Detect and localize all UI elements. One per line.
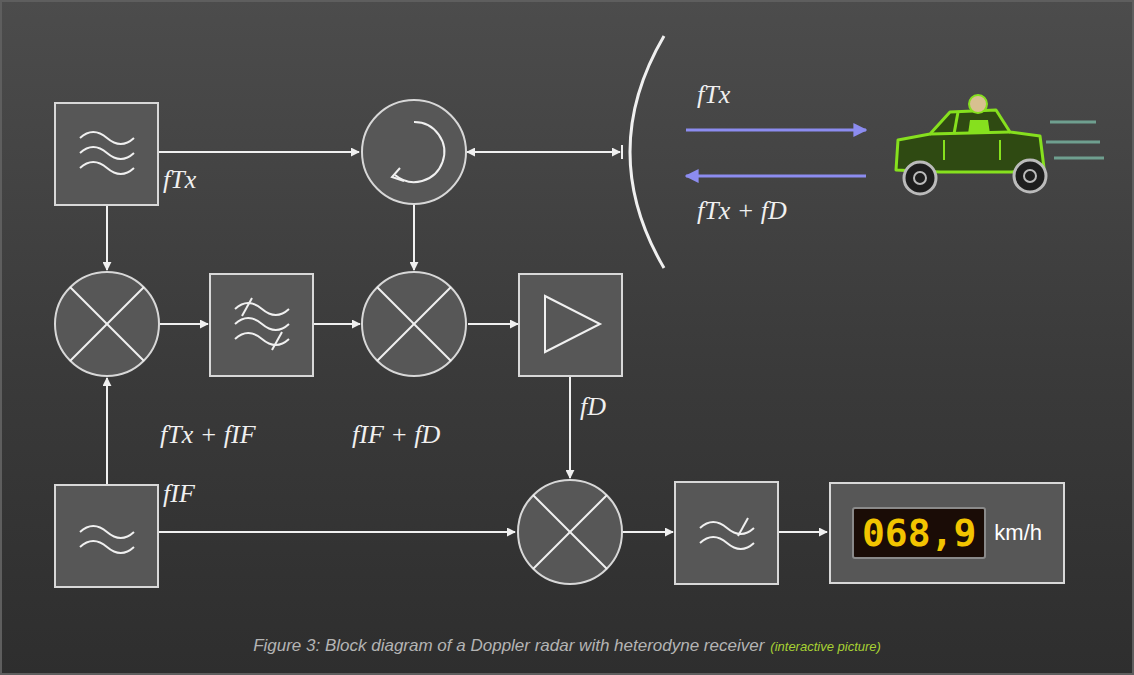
wires bbox=[106, 378, 108, 485]
wires bbox=[160, 323, 208, 325]
block-symbols bbox=[377, 287, 451, 361]
block-shapes bbox=[55, 100, 778, 587]
frequency-label: fIF bbox=[163, 479, 195, 509]
car-illustration bbox=[943, 140, 945, 160]
block-shapes bbox=[519, 274, 622, 376]
speed-readout: 068,9 bbox=[862, 511, 976, 555]
car-illustration bbox=[1014, 160, 1046, 192]
block-symbols bbox=[392, 168, 404, 181]
oscillator-block: fTx bbox=[55, 103, 158, 205]
antenna-dish bbox=[630, 36, 664, 268]
block-shapes bbox=[362, 272, 466, 376]
block-symbols bbox=[80, 132, 134, 144]
block-symbols bbox=[80, 147, 134, 159]
block-shapes bbox=[675, 482, 778, 584]
car-illustration bbox=[904, 162, 936, 194]
block-symbols bbox=[80, 541, 134, 553]
speed-lines bbox=[1046, 141, 1100, 144]
car-illustration bbox=[999, 140, 1001, 160]
wires bbox=[468, 323, 518, 325]
speed-lines bbox=[1046, 122, 1104, 158]
wires bbox=[622, 531, 673, 533]
car-illustration bbox=[1024, 170, 1036, 182]
signal-label: fTx bbox=[697, 80, 730, 110]
wave-arrows bbox=[686, 130, 866, 176]
speed-lines bbox=[1050, 121, 1096, 124]
car-illustration bbox=[968, 120, 990, 134]
block-symbols bbox=[738, 518, 748, 536]
block-symbols bbox=[272, 332, 282, 350]
car-illustration bbox=[969, 95, 987, 113]
display-panel: 068,9 bbox=[852, 507, 986, 559]
block-shapes bbox=[55, 485, 158, 587]
wave-arrows bbox=[686, 129, 866, 132]
car-illustration bbox=[954, 112, 958, 134]
wires bbox=[413, 205, 415, 270]
block-shapes bbox=[55, 272, 159, 376]
frequency-label: fTx bbox=[163, 165, 196, 195]
wires bbox=[467, 151, 620, 153]
wires bbox=[621, 145, 623, 159]
caption-line: Figure 3: Block diagram of a Doppler rad… bbox=[0, 636, 1134, 656]
block-shapes bbox=[210, 274, 313, 376]
antenna-dish bbox=[630, 36, 664, 268]
block-symbols bbox=[533, 495, 607, 569]
block-symbols bbox=[533, 495, 607, 569]
block-symbols bbox=[700, 537, 754, 549]
speed-unit: km/h bbox=[994, 520, 1042, 546]
oscillator-block: fIF bbox=[55, 485, 158, 587]
car-illustration bbox=[914, 172, 926, 184]
wires bbox=[158, 151, 359, 153]
block-shapes bbox=[362, 100, 466, 204]
figure-caption: Figure 3: Block diagram of a Doppler rad… bbox=[253, 636, 764, 655]
wires bbox=[569, 375, 571, 478]
signal-label: fIF + fD bbox=[352, 420, 440, 450]
block-symbols bbox=[235, 318, 289, 330]
block-symbols bbox=[70, 287, 144, 361]
interactive-note: (interactive picture) bbox=[770, 639, 881, 654]
signal-label: fD bbox=[580, 392, 606, 422]
wires bbox=[107, 145, 827, 532]
block-symbols bbox=[395, 122, 444, 182]
block-shapes bbox=[518, 480, 622, 584]
wires bbox=[313, 323, 360, 325]
wires bbox=[778, 531, 827, 533]
block-symbols bbox=[545, 296, 600, 352]
speed-lines bbox=[1054, 157, 1104, 160]
block-symbols bbox=[70, 122, 754, 569]
wires bbox=[158, 531, 515, 533]
signal-label: fTx + fD bbox=[697, 196, 787, 226]
block-symbols bbox=[70, 287, 144, 361]
speed-display: 068,9 km/h bbox=[829, 482, 1065, 584]
block-symbols bbox=[80, 526, 134, 538]
car-illustration bbox=[896, 95, 1046, 194]
wires bbox=[106, 205, 108, 270]
block-shapes bbox=[55, 103, 158, 205]
block-symbols bbox=[242, 298, 252, 316]
block-symbols bbox=[377, 287, 451, 361]
signal-label: fTx + fIF bbox=[160, 420, 256, 450]
block-symbols bbox=[80, 162, 134, 174]
wave-arrows bbox=[686, 175, 866, 178]
